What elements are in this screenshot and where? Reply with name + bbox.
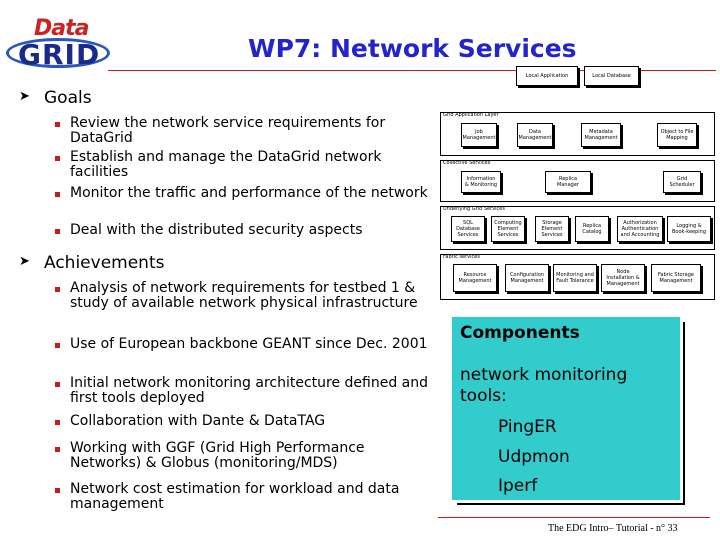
square-bullet-icon xyxy=(55,287,60,292)
logo-swirl-icon xyxy=(6,38,110,68)
tool-item: Udpmon xyxy=(498,447,570,467)
goals-item: Monitor the traffic and performance of t… xyxy=(55,186,440,201)
goals-heading: ➤ Goals xyxy=(19,88,92,108)
square-bullet-icon xyxy=(55,122,60,127)
goals-item: Review the network service requirements … xyxy=(55,116,440,146)
square-bullet-icon xyxy=(55,447,60,452)
achievements-heading-text: Achievements xyxy=(44,253,165,273)
achievements-item: Analysis of network requirements for tes… xyxy=(55,281,435,311)
logo-word-data: Data xyxy=(34,16,89,41)
achievements-item: Use of European backbone GEANT since Dec… xyxy=(55,337,440,352)
diagram-box-storage-element-services: Storage Element Services xyxy=(535,216,569,242)
components-subtitle: network monitoring tools: xyxy=(460,365,628,406)
layer-fabric-services: Fabric services Resource Management Conf… xyxy=(440,254,715,300)
goals-item: Deal with the distributed security aspec… xyxy=(55,223,440,238)
diagram-box-local-database: Local Database xyxy=(584,66,639,86)
title-divider xyxy=(108,70,716,71)
diagram-box-logging-bookkeeping: Logging & Book-keeping xyxy=(667,216,711,242)
diagram-box-authorization-accounting: Authorization Authentication and Account… xyxy=(617,216,663,242)
diagram-box-job-management: Job Management xyxy=(461,123,497,147)
square-bullet-icon xyxy=(55,420,60,425)
square-bullet-icon xyxy=(55,488,60,493)
diagram-box-object-to-file-mapping: Object to File Mapping xyxy=(657,123,697,147)
components-title: Components xyxy=(460,323,580,343)
square-bullet-icon xyxy=(55,192,60,197)
layer-underlying-grid-services: Underlying Grid Services SQL Database Se… xyxy=(440,206,715,250)
achievements-item: Initial network monitoring architecture … xyxy=(55,376,440,406)
diagram-box-computing-element-services: Computing Element Services xyxy=(491,216,525,242)
diagram-box-node-installation: Node Installation & Management xyxy=(601,264,645,292)
diagram-box-local-application: Local Application xyxy=(516,66,578,86)
layer-grid-application: Grid Application Layer Job Management Da… xyxy=(440,112,715,156)
goals-item: Establish and manage the DataGrid networ… xyxy=(55,150,440,180)
diagram-box-information-monitoring: Information & Monitoring xyxy=(461,171,501,193)
diagram-box-resource-management: Resource Management xyxy=(453,264,497,292)
diagram-box-monitoring-fault-tolerance: Monitoring and Fault Tolerance xyxy=(553,264,597,292)
diagram-box-metadata-management: Metadata Management xyxy=(581,123,621,147)
slide-footer: The EDG Intro– Tutorial - n° 33 xyxy=(548,523,678,534)
goals-heading-text: Goals xyxy=(44,88,92,108)
achievements-heading: ➤ Achievements xyxy=(19,253,165,273)
tool-item: PingER xyxy=(498,417,557,437)
logo-word-grid: GRID xyxy=(18,38,101,71)
diagram-box-replica-catalog: Replica Catalog xyxy=(575,216,609,242)
diagram-box-grid-scheduler: Grid Scheduler xyxy=(663,171,701,193)
tool-item: Iperf xyxy=(498,476,538,496)
footer-divider xyxy=(438,517,710,518)
achievements-item: Working with GGF (Grid High Performance … xyxy=(55,441,440,471)
achievements-item: Network cost estimation for workload and… xyxy=(55,482,440,512)
architecture-diagram: Local Application Local Database Grid Ap… xyxy=(440,62,715,302)
square-bullet-icon xyxy=(55,382,60,387)
square-bullet-icon xyxy=(55,156,60,161)
components-panel: Components network monitoring tools: Pin… xyxy=(452,317,680,500)
diagram-box-data-management: Data Management xyxy=(517,123,553,147)
arrow-bullet-icon: ➤ xyxy=(19,89,30,104)
achievements-item: Collaboration with Dante & DataTAG xyxy=(55,414,440,429)
diagram-box-sql-database-services: SQL Database Services xyxy=(451,216,485,242)
layer-collective-services: Collective Services Information & Monito… xyxy=(440,160,715,202)
diagram-box-fabric-storage-management: Fabric Storage Management xyxy=(651,264,701,292)
square-bullet-icon xyxy=(55,229,60,234)
diagram-box-replica-manager: Replica Manager xyxy=(545,171,591,193)
slide-title: WP7: Network Services xyxy=(248,34,577,63)
diagram-box-configuration-management: Configuration Management xyxy=(505,264,549,292)
datagrid-logo: Data GRID xyxy=(4,16,114,72)
square-bullet-icon xyxy=(55,343,60,348)
arrow-bullet-icon: ➤ xyxy=(19,254,30,269)
